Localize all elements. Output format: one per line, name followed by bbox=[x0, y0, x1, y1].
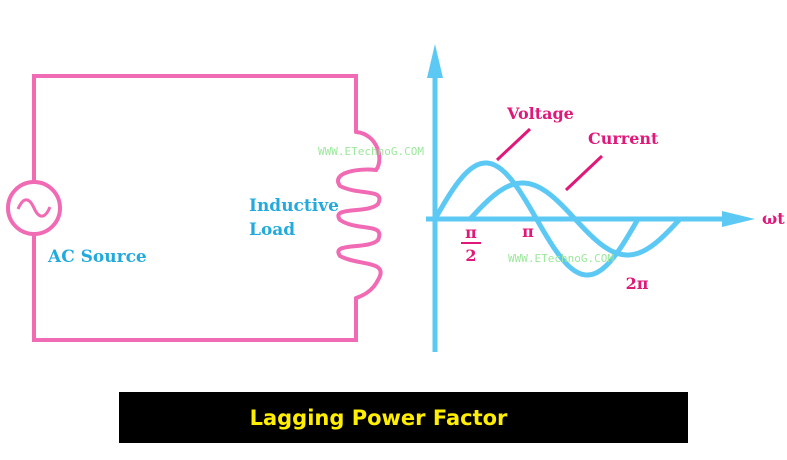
waveform-plot: Voltage Current ωt π 2 π 2π bbox=[426, 44, 785, 352]
watermark-bottom: WWW.ETechnoG.COM bbox=[508, 252, 614, 265]
current-pointer bbox=[564, 154, 604, 192]
load-label-line1: Inductive bbox=[249, 196, 339, 216]
tick-pi-over-2-numerator: π bbox=[465, 223, 477, 242]
source-label: AC Source bbox=[47, 247, 147, 267]
x-axis-label: ωt bbox=[762, 209, 785, 228]
tick-pi-over-2-denominator: 2 bbox=[465, 246, 476, 265]
banner-title: Lagging Power Factor bbox=[249, 405, 508, 430]
inductor-coil-icon bbox=[336, 130, 383, 300]
voltage-pointer bbox=[495, 127, 532, 162]
watermark-top: WWW.ETechnoG.COM bbox=[318, 145, 424, 158]
voltage-wave bbox=[432, 160, 641, 278]
title-banner: Lagging Power Factor bbox=[119, 392, 688, 443]
current-wave bbox=[468, 180, 682, 258]
tick-2pi: 2π bbox=[626, 274, 649, 293]
x-axis-arrowhead bbox=[722, 211, 755, 227]
tick-pi: π bbox=[522, 222, 534, 241]
load-label-line2: Load bbox=[249, 220, 295, 240]
ac-source-icon bbox=[6, 180, 62, 236]
current-label: Current bbox=[588, 129, 659, 148]
circuit: AC Source Inductive Load bbox=[6, 74, 383, 342]
voltage-label: Voltage bbox=[506, 104, 574, 123]
circuit-wire bbox=[32, 74, 358, 342]
y-axis-arrowhead bbox=[427, 44, 443, 78]
